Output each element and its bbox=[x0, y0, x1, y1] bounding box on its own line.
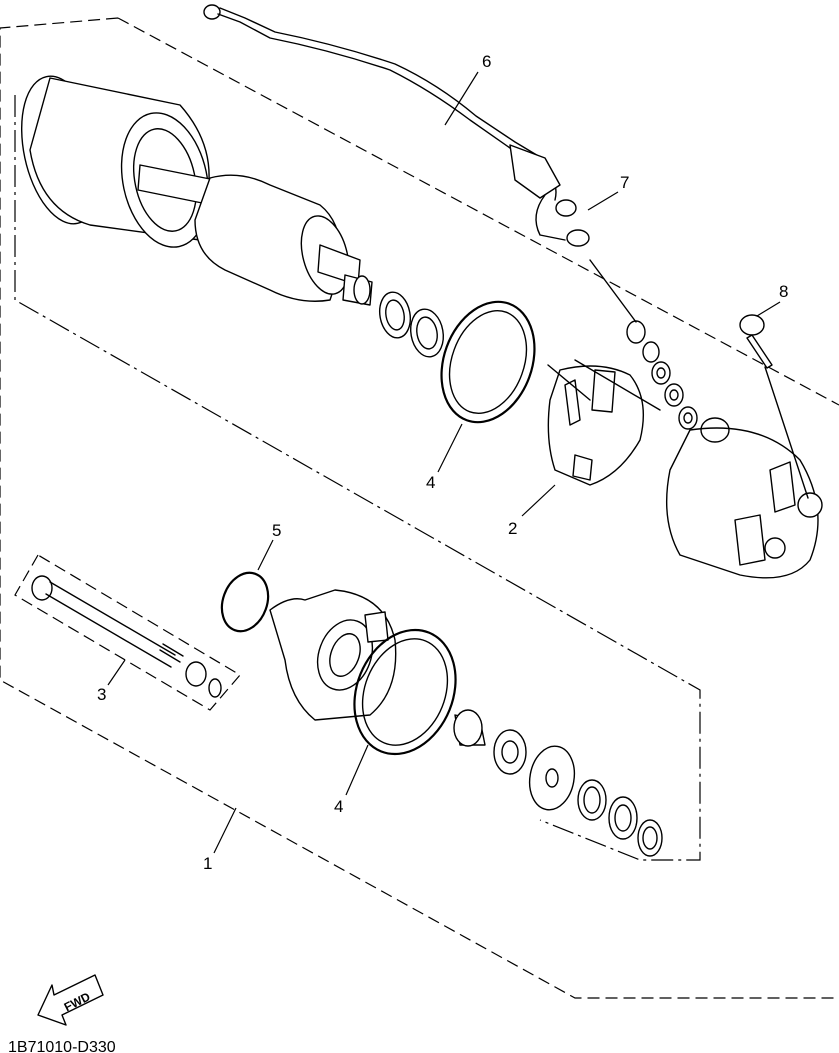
o-ring-upper bbox=[440, 300, 536, 424]
callout-3: 3 bbox=[97, 685, 106, 704]
fwd-arrow-icon: FWD bbox=[37, 974, 104, 1026]
through-bolt bbox=[31, 575, 222, 698]
armature bbox=[137, 164, 373, 306]
callout-4-upper: 4 bbox=[426, 473, 435, 492]
armature-washers bbox=[378, 291, 444, 358]
callout-8: 8 bbox=[779, 282, 788, 301]
callout-1: 1 bbox=[203, 854, 212, 873]
leader-lines bbox=[107, 71, 781, 854]
group-bracket-3 bbox=[14, 554, 241, 711]
callout-2: 2 bbox=[508, 519, 517, 538]
brush-holder bbox=[547, 359, 661, 486]
cover-bolt bbox=[739, 314, 809, 499]
callout-6: 6 bbox=[482, 52, 491, 71]
lead-wire bbox=[203, 4, 590, 247]
front-bracket bbox=[269, 589, 397, 721]
terminal-washers bbox=[589, 259, 698, 430]
callout-5: 5 bbox=[272, 521, 281, 540]
o-ring-small bbox=[220, 571, 270, 633]
rear-end-cover bbox=[666, 417, 823, 579]
diagram-code: 1B71010-D330 bbox=[8, 1039, 116, 1053]
yoke-housing bbox=[20, 75, 210, 248]
assembly-boundary-dashed bbox=[0, 17, 839, 999]
bearing-and-washers bbox=[453, 709, 663, 857]
o-ring-lower bbox=[353, 628, 457, 756]
callout-4-lower: 4 bbox=[334, 797, 343, 816]
callout-7: 7 bbox=[620, 173, 629, 192]
group-bracket-1 bbox=[14, 95, 701, 861]
